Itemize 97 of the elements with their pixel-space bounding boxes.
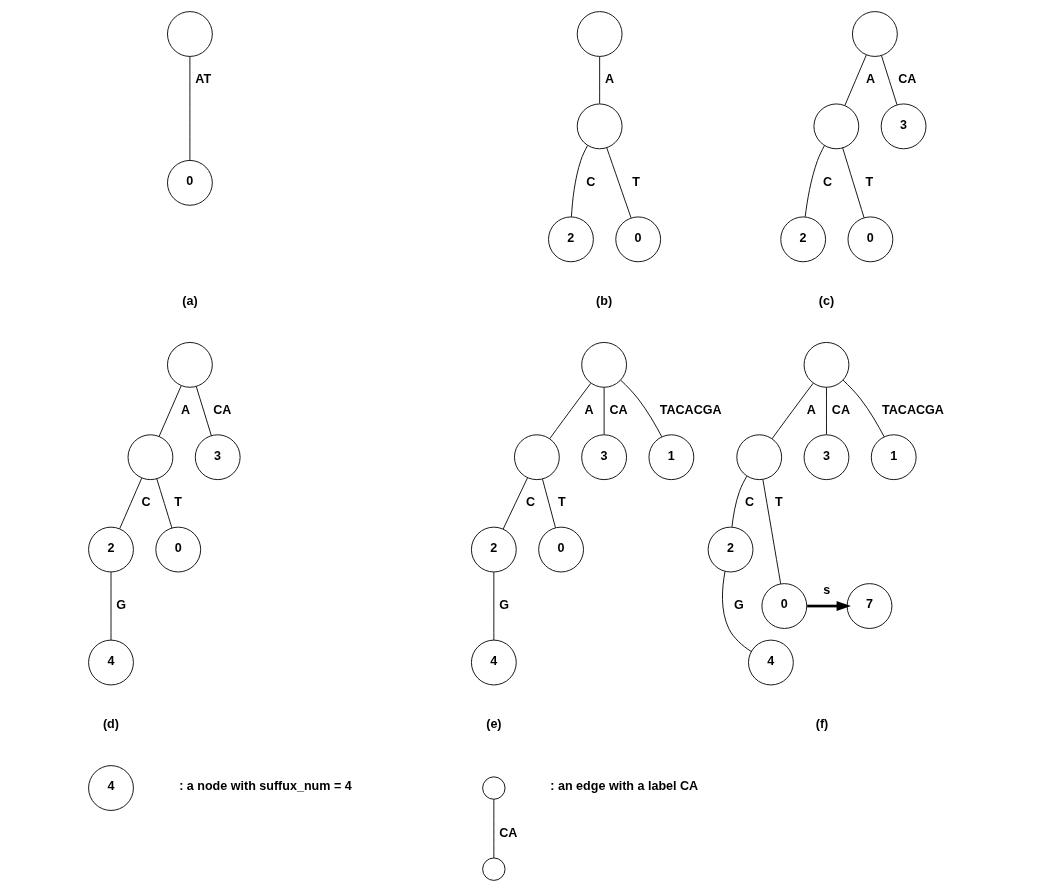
connector — [195, 386, 212, 437]
node-circle — [167, 342, 213, 388]
node-circle: 4 — [748, 639, 794, 686]
arrow — [807, 601, 851, 612]
edge-label: A — [605, 72, 615, 87]
connector — [110, 571, 112, 641]
edge-label: CA — [831, 402, 850, 417]
node-circle: 2 — [471, 526, 517, 573]
connector — [842, 379, 885, 438]
label: (f) — [815, 716, 829, 731]
edge-label: A — [584, 402, 594, 417]
connector — [549, 382, 592, 440]
edge-label: T — [174, 495, 182, 510]
label: (d) — [102, 716, 119, 731]
node-circle: 3 — [581, 434, 627, 481]
edge-label: C — [744, 495, 754, 510]
connector — [189, 56, 191, 161]
node-circle: 3 — [880, 103, 927, 150]
edge-label: T — [865, 174, 874, 189]
connector — [722, 570, 752, 652]
node-circle — [482, 857, 506, 881]
connector — [731, 475, 748, 528]
node-circle: 3 — [803, 434, 850, 481]
node-circle: 0 — [538, 526, 584, 573]
connector — [570, 145, 588, 218]
edge-label: CA — [898, 72, 917, 87]
node-circle — [852, 11, 898, 57]
node-circle: 2 — [88, 526, 134, 573]
edge-label: CA — [499, 826, 518, 841]
connector — [493, 571, 495, 641]
edge-label: CA — [609, 402, 628, 417]
edge-label: A — [865, 72, 875, 87]
node-circle: 1 — [648, 434, 695, 481]
node-circle — [127, 434, 174, 481]
connector — [881, 55, 898, 106]
connector — [826, 387, 827, 435]
connector — [502, 477, 528, 530]
label: (a) — [182, 293, 198, 308]
node-circle: 0 — [761, 583, 808, 629]
node-circle — [576, 103, 623, 150]
node-circle: 0 — [615, 216, 662, 263]
node-circle — [482, 776, 506, 800]
node-label: : an edge with a label CA — [550, 779, 699, 794]
connector — [762, 479, 782, 585]
edge-label: TACACGA — [659, 402, 722, 417]
edge-label: T — [632, 174, 641, 189]
node-circle: 3 — [194, 434, 241, 481]
node-circle: 2 — [548, 216, 594, 263]
node-circle: 1 — [870, 434, 917, 481]
edge-label: TACACGA — [882, 402, 944, 417]
edge-label: A — [180, 402, 190, 417]
node-circle — [167, 11, 213, 57]
node-circle: 0 — [167, 160, 213, 206]
connector — [606, 147, 632, 219]
connector — [156, 478, 173, 529]
node-circle — [514, 434, 560, 481]
node-circle — [736, 434, 783, 481]
connector — [620, 379, 663, 438]
label: (e) — [486, 716, 502, 731]
node-circle — [581, 342, 627, 388]
node-circle: 4 — [471, 639, 517, 686]
node-circle — [803, 342, 850, 388]
node-circle: 0 — [155, 526, 202, 573]
connector — [158, 385, 182, 437]
edge-label: C — [822, 174, 832, 189]
edge-label: A — [806, 402, 816, 417]
label: (b) — [596, 293, 613, 308]
node-circle: 2 — [707, 526, 754, 573]
node-circle: 4 — [88, 639, 134, 686]
node-circle: 4 — [88, 765, 134, 811]
connector — [771, 382, 814, 440]
edge-label: C — [526, 495, 536, 510]
connector — [804, 145, 825, 218]
edge-label: C — [141, 495, 151, 510]
node-circle: 7 — [846, 583, 893, 629]
node-label: : a node with suffux_num = 4 — [179, 779, 352, 794]
edge-label: G — [734, 597, 744, 612]
edge-label: C — [586, 174, 596, 189]
connector — [119, 477, 143, 530]
node-circle — [813, 103, 860, 150]
connector — [542, 478, 556, 529]
connector — [599, 56, 601, 105]
edge-label: G — [116, 597, 127, 612]
edge-label: AT — [195, 72, 212, 87]
edge-label: T — [557, 495, 566, 510]
edge-label: s — [823, 583, 831, 598]
edge-label: G — [499, 597, 509, 612]
connector — [842, 147, 865, 218]
label: (c) — [818, 293, 835, 308]
node-circle — [576, 11, 623, 57]
node-circle: 0 — [847, 216, 894, 263]
edge-label: CA — [213, 402, 232, 417]
edge-label: T — [774, 495, 783, 510]
node-circle: 2 — [780, 216, 827, 263]
connector — [603, 387, 605, 435]
connector — [493, 798, 495, 859]
connector — [844, 54, 867, 106]
